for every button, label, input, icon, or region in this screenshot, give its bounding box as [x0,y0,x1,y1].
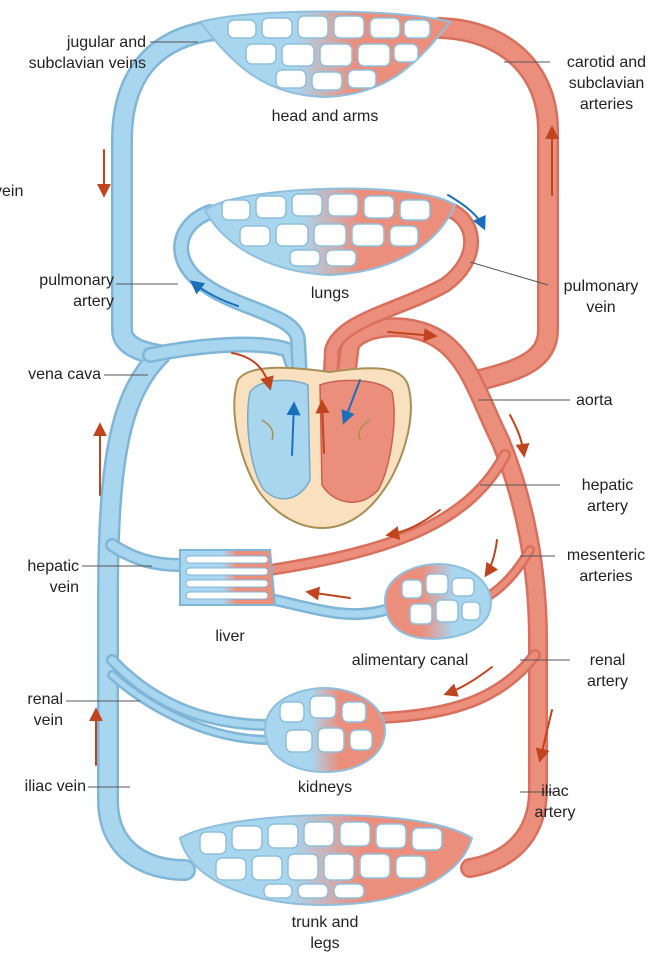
label-trunk-and-legs: trunk and legs [270,912,380,954]
label-aorta: aorta [576,390,612,411]
capillary-bed-trunk [180,815,472,905]
label-alimentary-canal: alimentary canal [335,650,485,671]
label-jugular-subclavian-veins: jugular and subclavian veins [29,32,146,74]
flow-arrow [486,540,497,575]
capillary-bed-alimentary [385,564,491,639]
label-pulmonary-vein: pulmonary vein [552,276,650,318]
capillary-bed-liver [180,550,275,605]
label-head-and-arms: head and arms [245,106,405,127]
label-renal-vein: renal vein [27,689,63,731]
label-renal-artery: renal artery [560,650,655,692]
capillary-bed-kidneys [265,688,385,772]
capillary-bed-head [200,12,450,98]
label-iliac-vein: iliac vein [25,776,86,797]
label-hepatic-vein: hepatic vein [27,556,79,598]
label-pulmonary-artery: pulmonary artery [39,270,114,312]
label-hepatic-artery: hepatic artery [560,475,655,517]
label-vena-cava: vena cava [28,364,101,385]
flow-arrow [308,592,350,598]
label-vein-cut: vein [0,181,23,202]
label-carotid-subclavian-arteries: carotid and subclavian arteries [554,52,659,115]
label-liver: liver [195,626,265,647]
label-iliac-artery: iliac artery [515,781,595,823]
capillary-bed-lungs [205,189,455,275]
label-lungs: lungs [290,283,370,304]
label-kidneys: kidneys [280,777,370,798]
label-mesenteric-arteries: mesenteric arteries [552,545,660,587]
heart [234,368,410,528]
